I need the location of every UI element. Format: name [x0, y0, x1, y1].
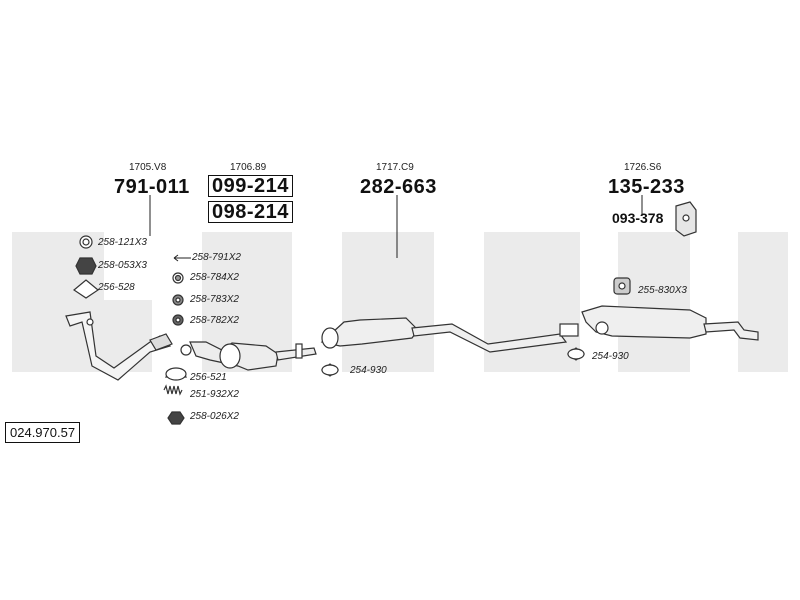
rear-silencer-drawing: [581, 305, 759, 341]
catalog-number: 024.970.57: [5, 422, 81, 443]
leader-lines: [149, 195, 643, 262]
part-code-099-214[interactable]: 099-214: [208, 175, 293, 197]
part-code-282-663[interactable]: 282-663: [360, 176, 437, 198]
nut-icon: [167, 411, 185, 425]
logo-watermark: [12, 232, 788, 372]
part-label[interactable]: 254-930: [350, 365, 387, 376]
part-label[interactable]: 256-528: [98, 282, 135, 293]
part-code-093-378[interactable]: 093-378: [612, 210, 664, 226]
nut-icon: [75, 257, 97, 275]
part-label[interactable]: 255-830X3: [638, 285, 687, 296]
part-code-135-233[interactable]: 135-233: [608, 176, 685, 198]
part-label[interactable]: 258-053X3: [98, 260, 147, 271]
middle-silencer-drawing: [320, 317, 579, 353]
group-ref-3: 1717.C9: [376, 162, 414, 173]
part-label[interactable]: 256-521: [190, 372, 227, 383]
spring-icon: [163, 384, 183, 396]
gasket-icon: [72, 279, 100, 299]
group-ref-1: 1705.V8: [129, 162, 167, 173]
part-label[interactable]: 251-932X2: [190, 389, 239, 400]
group-ref-4: 1726.S6: [624, 162, 662, 173]
part-label[interactable]: 258-121X3: [98, 237, 147, 248]
part-label[interactable]: 258-791X2: [192, 252, 241, 263]
group-ref-2: 1706.89: [230, 162, 267, 173]
front-pipe-drawing: [65, 311, 192, 381]
part-label[interactable]: 258-782X2: [190, 315, 239, 326]
bracket-drawing: [675, 201, 697, 237]
part-code-791-011[interactable]: 791-011: [114, 176, 190, 198]
catalytic-converter-drawing: [189, 341, 317, 371]
part-label[interactable]: 258-783X2: [190, 294, 239, 305]
part-label[interactable]: 258-026X2: [190, 411, 239, 422]
part-code-098-214[interactable]: 098-214: [208, 201, 293, 223]
part-label[interactable]: 254-930: [592, 351, 629, 362]
hardware-symbols: [72, 235, 631, 425]
part-label[interactable]: 258-784X2: [190, 272, 239, 283]
